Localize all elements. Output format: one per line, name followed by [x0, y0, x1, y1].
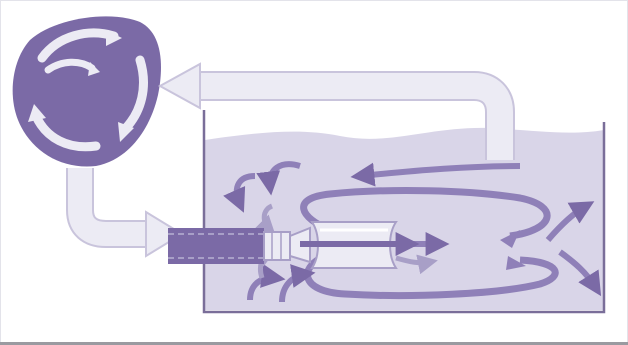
return-arrow-icon — [157, 62, 515, 160]
bottom-rule — [0, 342, 628, 345]
mixer-nozzle-icon — [168, 221, 420, 269]
flow-arrows-icon — [223, 161, 602, 303]
recirculation-cycle-icon — [12, 16, 161, 167]
feed-arrow-icon — [66, 168, 184, 258]
tank-icon — [202, 110, 606, 314]
